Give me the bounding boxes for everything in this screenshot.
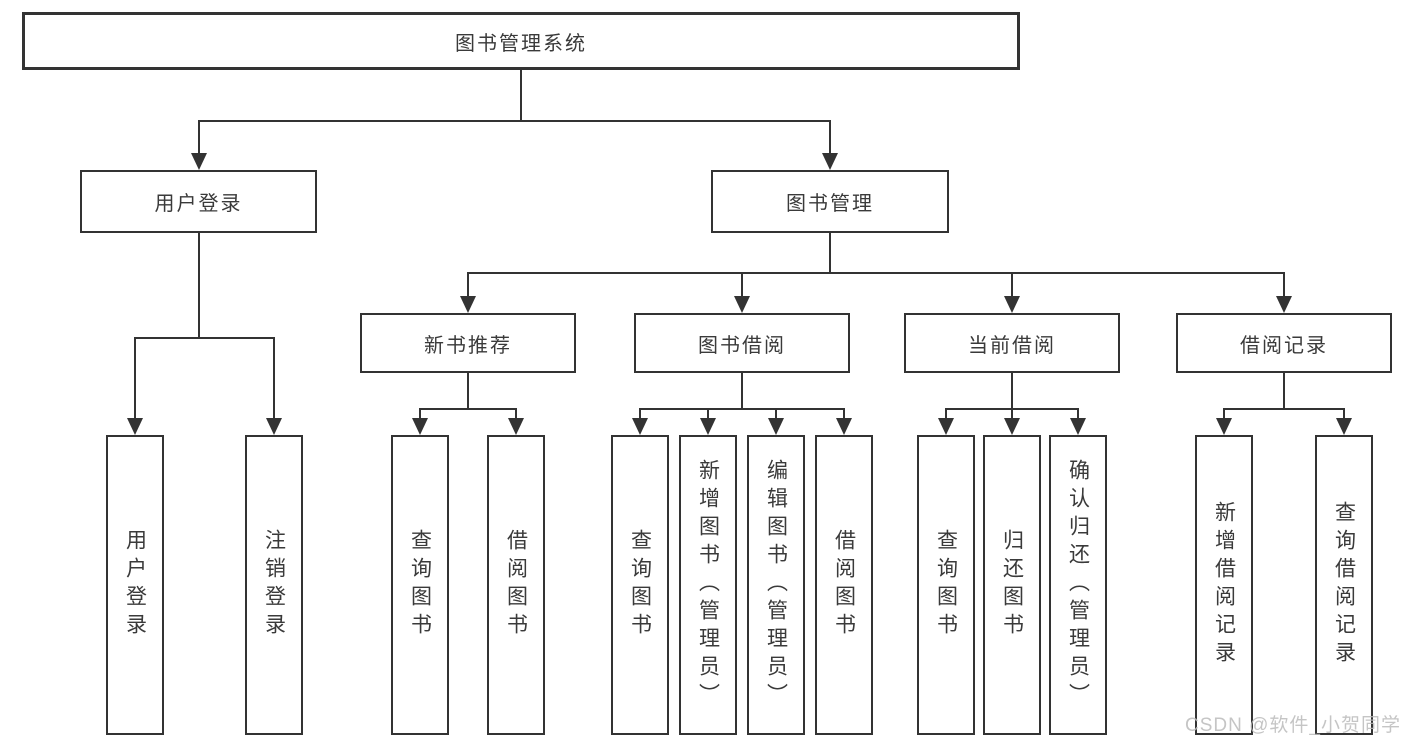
connector-line bbox=[741, 272, 743, 298]
connector-line bbox=[467, 272, 469, 298]
leaf-query-books-current: 查询图书 bbox=[917, 435, 975, 735]
connector-line bbox=[1223, 408, 1345, 410]
leaf-user-login-label: 用户登录 bbox=[123, 529, 147, 641]
leaf-return-book-label: 归还图书 bbox=[1000, 529, 1024, 641]
node-book-borrow: 图书借阅 bbox=[634, 313, 850, 373]
leaf-query-books-recommend: 查询图书 bbox=[391, 435, 449, 735]
arrowhead-icon bbox=[734, 296, 750, 313]
arrowhead-icon bbox=[266, 418, 282, 435]
leaf-query-books-current-label: 查询图书 bbox=[934, 529, 958, 641]
leaf-user-login: 用户登录 bbox=[106, 435, 164, 735]
connector-line bbox=[1283, 373, 1285, 408]
connector-line bbox=[775, 408, 777, 421]
leaf-add-book-admin-label: 新增图书（管理员） bbox=[696, 459, 720, 711]
leaf-borrow-books-label: 借阅图书 bbox=[832, 529, 856, 641]
arrowhead-icon bbox=[836, 418, 852, 435]
node-book-management: 图书管理 bbox=[711, 170, 949, 233]
arrowhead-icon bbox=[1004, 418, 1020, 435]
node-user-login-label: 用户登录 bbox=[154, 193, 243, 215]
arrowhead-icon bbox=[1004, 296, 1020, 313]
node-borrow-records-label: 借阅记录 bbox=[1240, 334, 1328, 357]
leaf-confirm-return-admin-label: 确认归还（管理员） bbox=[1066, 459, 1090, 711]
leaf-logout: 注销登录 bbox=[245, 435, 303, 735]
connector-line bbox=[520, 70, 522, 120]
connector-line bbox=[639, 408, 845, 410]
connector-line bbox=[639, 408, 641, 421]
connector-line bbox=[467, 373, 469, 408]
leaf-confirm-return-admin: 确认归还（管理员） bbox=[1049, 435, 1107, 735]
connector-line bbox=[1283, 272, 1285, 298]
arrowhead-icon bbox=[1336, 418, 1352, 435]
node-root: 图书管理系统 bbox=[22, 12, 1020, 70]
leaf-return-book: 归还图书 bbox=[983, 435, 1041, 735]
node-book-management-label: 图书管理 bbox=[786, 193, 874, 215]
connector-line bbox=[829, 120, 831, 156]
leaf-query-books-borrow: 查询图书 bbox=[611, 435, 669, 735]
connector-line bbox=[467, 272, 1285, 274]
connector-line bbox=[1011, 272, 1013, 298]
node-new-book-recommend: 新书推荐 bbox=[360, 313, 576, 373]
arrowhead-icon bbox=[460, 296, 476, 313]
leaf-query-books-recommend-label: 查询图书 bbox=[408, 529, 432, 641]
leaf-query-borrow-record-label: 查询借阅记录 bbox=[1332, 501, 1356, 669]
connector-line bbox=[198, 233, 200, 337]
arrowhead-icon bbox=[632, 418, 648, 435]
connector-line bbox=[707, 408, 709, 421]
node-current-borrow: 当前借阅 bbox=[904, 313, 1120, 373]
connector-line bbox=[843, 408, 845, 421]
watermark: CSDN @软件_小贺同学 bbox=[1185, 715, 1401, 736]
leaf-query-books-borrow-label: 查询图书 bbox=[628, 529, 652, 641]
node-root-label: 图书管理系统 bbox=[455, 32, 587, 55]
arrowhead-icon bbox=[1216, 418, 1232, 435]
connector-line bbox=[273, 337, 275, 421]
arrowhead-icon bbox=[822, 153, 838, 170]
leaf-add-borrow-record: 新增借阅记录 bbox=[1195, 435, 1253, 735]
node-new-book-recommend-label: 新书推荐 bbox=[424, 334, 512, 357]
leaf-borrow-books-recommend: 借阅图书 bbox=[487, 435, 545, 735]
arrowhead-icon bbox=[191, 153, 207, 170]
connector-line bbox=[134, 337, 136, 421]
connector-line bbox=[515, 408, 517, 421]
connector-line bbox=[829, 233, 831, 272]
node-book-borrow-label: 图书借阅 bbox=[698, 334, 786, 357]
arrowhead-icon bbox=[412, 418, 428, 435]
connector-line bbox=[134, 337, 275, 339]
connector-line bbox=[1343, 408, 1345, 421]
leaf-borrow-books-recommend-label: 借阅图书 bbox=[504, 529, 528, 641]
node-user-login: 用户登录 bbox=[80, 170, 317, 233]
node-borrow-records: 借阅记录 bbox=[1176, 313, 1392, 373]
leaf-add-book-admin: 新增图书（管理员） bbox=[679, 435, 737, 735]
arrowhead-icon bbox=[700, 418, 716, 435]
leaf-edit-book-admin: 编辑图书（管理员） bbox=[747, 435, 805, 735]
connector-line bbox=[1077, 408, 1079, 421]
leaf-add-borrow-record-label: 新增借阅记录 bbox=[1212, 501, 1236, 669]
connector-line bbox=[1011, 408, 1013, 421]
arrowhead-icon bbox=[1070, 418, 1086, 435]
arrowhead-icon bbox=[938, 418, 954, 435]
connector-line bbox=[741, 373, 743, 408]
arrowhead-icon bbox=[768, 418, 784, 435]
connector-line bbox=[198, 120, 831, 122]
leaf-borrow-books: 借阅图书 bbox=[815, 435, 873, 735]
arrowhead-icon bbox=[508, 418, 524, 435]
connector-line bbox=[1011, 373, 1013, 408]
connector-line bbox=[419, 408, 517, 410]
leaf-query-borrow-record: 查询借阅记录 bbox=[1315, 435, 1373, 735]
connector-line bbox=[945, 408, 947, 421]
arrowhead-icon bbox=[127, 418, 143, 435]
arrowhead-icon bbox=[1276, 296, 1292, 313]
connector-line bbox=[1223, 408, 1225, 421]
node-current-borrow-label: 当前借阅 bbox=[968, 334, 1056, 357]
connector-line bbox=[419, 408, 421, 421]
leaf-edit-book-admin-label: 编辑图书（管理员） bbox=[764, 459, 788, 711]
leaf-logout-label: 注销登录 bbox=[262, 529, 286, 641]
connector-line bbox=[198, 120, 200, 156]
